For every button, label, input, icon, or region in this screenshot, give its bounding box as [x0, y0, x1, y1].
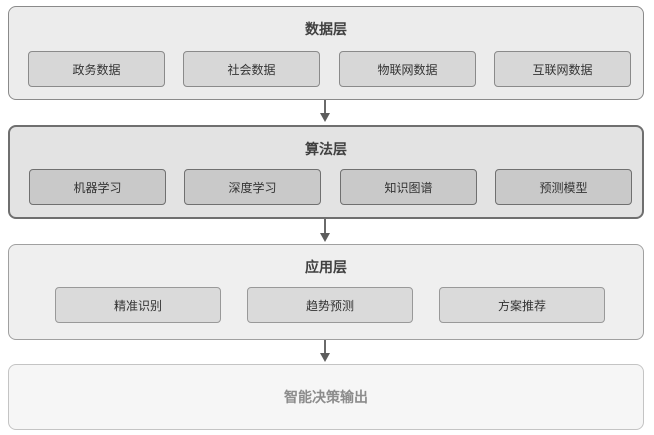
app-item-trend-prediction: 趋势预测: [247, 287, 413, 323]
algo-item-deep-learning: 深度学习: [184, 169, 321, 205]
algo-item-knowledge-graph: 知识图谱: [340, 169, 477, 205]
data-item-iot: 物联网数据: [339, 51, 476, 87]
app-item-precise-identification: 精准识别: [55, 287, 221, 323]
data-layer: 数据层 政务数据 社会数据 物联网数据 互联网数据: [8, 6, 644, 100]
algorithm-layer-title: 算法层: [305, 142, 347, 158]
app-item-plan-recommendation: 方案推荐: [439, 287, 605, 323]
data-item-social: 社会数据: [183, 51, 320, 87]
algo-item-machine-learning: 机器学习: [29, 169, 166, 205]
application-layer-title: 应用层: [305, 260, 347, 276]
data-item-government: 政务数据: [28, 51, 165, 87]
data-item-internet: 互联网数据: [494, 51, 631, 87]
decision-output-layer: 智能决策输出: [8, 364, 644, 430]
algorithm-layer: 算法层 机器学习 深度学习 知识图谱 预测模型: [8, 125, 644, 219]
decision-output-label: 智能决策输出: [284, 390, 368, 406]
data-layer-title: 数据层: [305, 22, 347, 38]
algo-item-prediction-model: 预测模型: [495, 169, 632, 205]
application-layer: 应用层 精准识别 趋势预测 方案推荐: [8, 244, 644, 340]
